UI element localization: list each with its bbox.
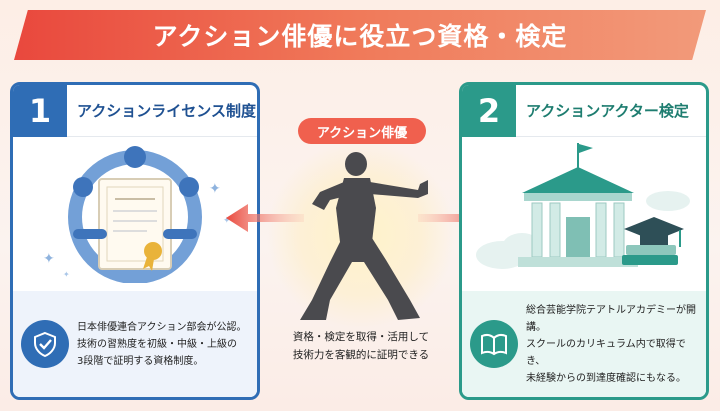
card-header: 1 アクションライセンス制度 (13, 85, 257, 137)
description-line: 3段階で証明する資格制度。 (77, 355, 204, 367)
card-action-license: 1 アクションライセンス制度 ✦ ✦ ✦ ✦ (10, 82, 260, 400)
card-number: 1 (13, 85, 67, 137)
description-line: 総合芸能学院テアトルアカデミーが開講。 (526, 304, 696, 333)
center-line: 技術力を客観的に証明できる (292, 349, 430, 361)
center-line: 資格・検定を取得・活用して (292, 331, 430, 343)
martial-artist-silhouette (300, 152, 428, 320)
svg-text:✦: ✦ (209, 181, 221, 197)
shield-check-icon (21, 320, 69, 368)
card-action-actor-exam: 2 アクションアクター検定 (459, 82, 709, 400)
card-description: 日本俳優連合アクション部会が公認。 技術の習熟度を初級・中級・上級の 3段階で証… (13, 291, 257, 397)
school-illustration (462, 137, 706, 283)
arrow-left-icon (226, 204, 304, 232)
certificate-illustration: ✦ ✦ ✦ ✦ (13, 137, 257, 284)
card-title: アクションライセンス制度 (77, 102, 256, 120)
card-description: 総合芸能学院テアトルアカデミーが開講。 スクールのカリキュラム内で取得でき、 未… (462, 291, 706, 397)
description-line: 技術の習熟度を初級・中級・上級の (77, 338, 237, 350)
open-book-icon (470, 320, 518, 368)
center-description: 資格・検定を取得・活用して 技術力を客観的に証明できる (268, 328, 454, 364)
description-line: スクールのカリキュラム内で取得でき、 (526, 338, 686, 367)
card-title: アクションアクター検定 (526, 102, 689, 120)
card-header: 2 アクションアクター検定 (462, 85, 706, 137)
svg-text:✦: ✦ (43, 251, 55, 267)
svg-text:✦: ✦ (223, 216, 231, 226)
title-banner: アクション俳優に役立つ資格・検定 (14, 10, 706, 60)
svg-text:✦: ✦ (63, 270, 70, 279)
page-title: アクション俳優に役立つ資格・検定 (152, 22, 568, 51)
center-label: アクション俳優 (298, 118, 426, 144)
description-line: 日本俳優連合アクション部会が公認。 (77, 321, 247, 333)
card-number: 2 (462, 85, 516, 137)
description-line: 未経験からの到達度確認にもなる。 (526, 372, 686, 384)
